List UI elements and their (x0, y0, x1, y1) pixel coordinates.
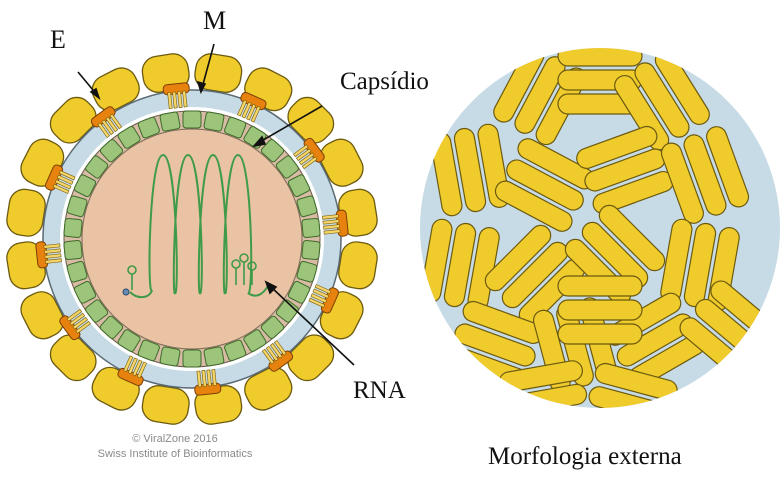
capsid-protein (160, 112, 181, 132)
capsid-protein (204, 346, 225, 366)
credit-line-2: Swiss Institute of Bioinformatics (60, 448, 290, 460)
envelope-dimer-raft (558, 276, 642, 344)
capsid-protein-block (183, 350, 201, 367)
capsid-protein-block (64, 218, 83, 237)
cross-section (5, 52, 380, 427)
envelope-dimer-raft (429, 123, 511, 218)
envelope-dimer-raft (498, 359, 593, 441)
capsid-protein-block (183, 111, 201, 128)
rna-cap (123, 289, 129, 295)
capsid-protein (160, 346, 181, 366)
core (82, 129, 302, 349)
envelope-protein (140, 384, 191, 427)
credit-line-1: © ViralZone 2016 (80, 433, 270, 445)
capsid-protein-block (204, 112, 225, 132)
envelope-dimer (558, 300, 642, 320)
capsid-protein (64, 218, 83, 237)
envelope-dimer (558, 276, 642, 296)
envelope-dimer (558, 46, 642, 66)
envelope-dimer-raft (419, 218, 501, 313)
external-morphology (419, 42, 780, 449)
label-rna: RNA (353, 377, 406, 405)
envelope-dimer (558, 324, 642, 344)
capsid-protein-block (302, 218, 321, 237)
capsid-protein-block (160, 112, 181, 132)
label-e: E (50, 25, 66, 55)
envelope-protein-lobe (140, 384, 191, 427)
label-capsid: Capsídio (340, 68, 429, 96)
envelope-dimer (506, 406, 592, 440)
capsid-protein-block (302, 240, 321, 259)
capsid-protein-block (204, 346, 225, 366)
capsid-protein-block (64, 240, 83, 259)
capsid-protein (204, 112, 225, 132)
capsid-protein (183, 350, 201, 367)
envelope-protein-lobe (5, 187, 48, 238)
capsid-protein-block (160, 346, 181, 366)
label-m: M (203, 6, 226, 36)
envelope-protein (5, 187, 48, 238)
capsid-protein (183, 111, 201, 128)
capsid-protein (302, 218, 321, 237)
capsid-protein (64, 240, 83, 259)
capsid-protein (302, 240, 321, 259)
envelope-protein-lobe (337, 240, 380, 291)
label-external-morphology: Morfologia externa (488, 443, 682, 471)
envelope-protein (337, 240, 380, 291)
